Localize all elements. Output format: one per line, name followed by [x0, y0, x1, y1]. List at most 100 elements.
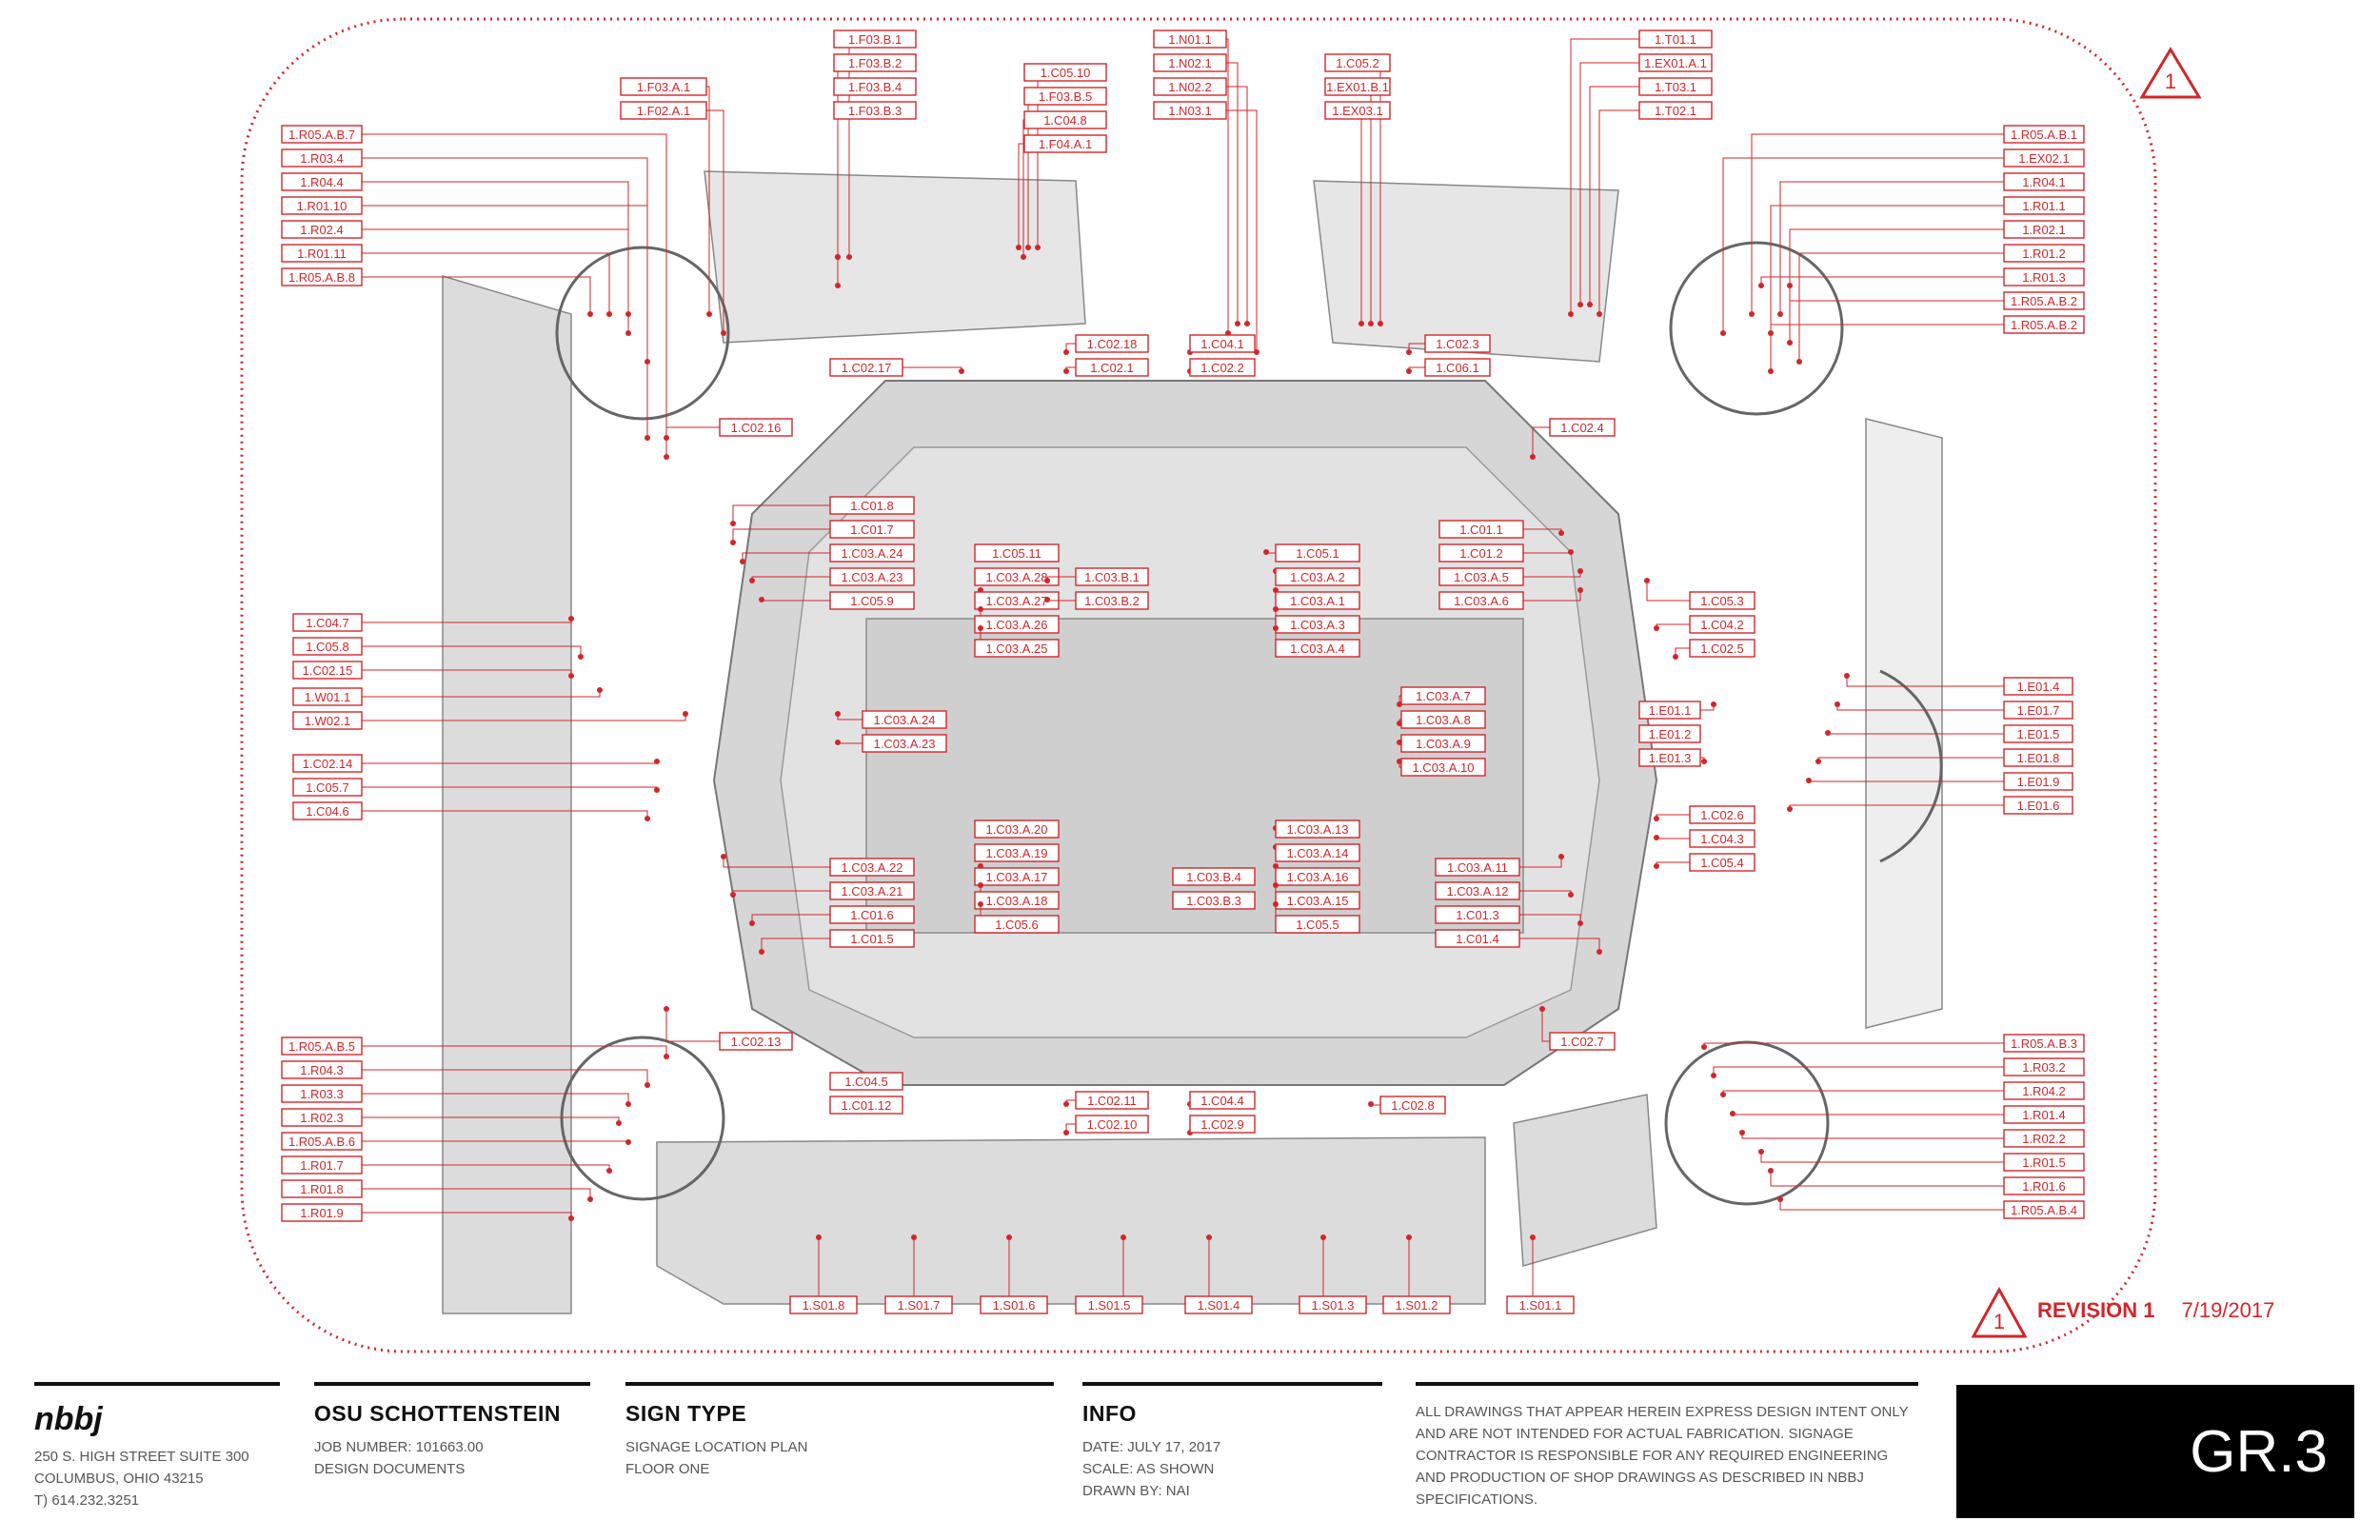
sign-leader-line: [1751, 133, 2004, 314]
project-block: OSU SCHOTTENSTEIN JOB NUMBER: 101663.00 …: [314, 1382, 590, 1525]
sign-tag-label: 1.R05.A.B.8: [288, 270, 355, 285]
sign-tag-label: 1.C04.7: [306, 616, 349, 630]
sign-location-marker: [1235, 321, 1240, 326]
sign-tag-label: 1.E01.6: [2017, 799, 2060, 813]
sign-leader-line: [732, 528, 830, 543]
sign-tag: 1.C05.5: [1273, 901, 1360, 934]
sign-tag-label: 1.EX01.A.1: [1644, 56, 1707, 70]
sign-tag: 1.C05.10: [1023, 63, 1107, 250]
sign-location-marker: [606, 1168, 612, 1174]
sign-tag-label: 1.C06.1: [1436, 361, 1479, 375]
sign-location-marker: [1044, 578, 1050, 583]
sign-location-marker: [1787, 806, 1793, 812]
sign-tag: 1.R02.4: [281, 220, 631, 317]
sign-tag-label: 1.C03.A.26: [985, 618, 1047, 632]
sign-leader-line: [1226, 62, 1239, 324]
sign-leader-line: [1570, 38, 1639, 314]
sign-tag: 1.C03.A.15: [1273, 882, 1360, 910]
sign-leader-line: [732, 504, 830, 523]
firm-address-1: 250 S. HIGH STREET SUITE 300: [34, 1449, 249, 1465]
sign-tag-label: 1.C03.A.3: [1290, 618, 1345, 632]
sign-tag: 1.C02.1: [1063, 358, 1149, 377]
sign-leader-line: [1656, 861, 1690, 866]
sign-tag-label: 1.R03.4: [300, 151, 344, 166]
sign-tag: 1.C03.B.4: [1172, 867, 1256, 886]
sign-leader-line: [362, 228, 629, 314]
sign-location-marker: [1044, 597, 1050, 602]
sign-tag: 1.EX02.1: [1720, 148, 2085, 336]
sign-tag-label: 1.R05.A.B.4: [2011, 1203, 2077, 1217]
sign-tag: 1.C01.3: [1435, 905, 1583, 926]
sign-tag-label: 1.C02.2: [1200, 361, 1244, 375]
sign-tag-label: 1.C01.12: [842, 1098, 892, 1113]
sign-leader-line: [1713, 1066, 2004, 1076]
sign-tag: 1.F03.B.3: [833, 101, 917, 288]
sign-tag: 1.E01.6: [1787, 796, 2073, 815]
arena-bowl: [712, 380, 1658, 1086]
sign-location-marker: [1035, 245, 1041, 250]
sign-tag-label: 1.C02.11: [1087, 1094, 1137, 1108]
sign-tag-label: 1.W01.1: [305, 690, 350, 704]
sign-tag-label: 1.S01.3: [1312, 1298, 1355, 1313]
sign-tag-label: 1.F03.A.1: [637, 80, 690, 94]
sign-tag: 1.E01.5: [1825, 724, 2073, 743]
sign-location-marker: [1654, 835, 1659, 840]
sign-location-marker: [1406, 368, 1412, 374]
sign-location-marker: [625, 311, 631, 317]
sign-tag: 1.R01.4: [1730, 1105, 2085, 1124]
firm-logo: nbbj: [34, 1401, 103, 1437]
sign-tag: 1.C05.2: [1324, 53, 1391, 326]
sign-tag: 1.R05.A.B.1: [1749, 125, 2085, 317]
sign-tag-label: 1.C03.A.21: [841, 884, 902, 898]
sign-location-marker: [1539, 1006, 1545, 1012]
sign-tag: 1.T02.1: [1597, 101, 1713, 317]
sign-tag-label: 1.C05.8: [306, 640, 349, 654]
sign-tag-label: 1.R02.1: [2022, 223, 2066, 237]
sign-tag-label: 1.E01.5: [2017, 727, 2060, 741]
sign-tag-label: 1.C05.5: [1296, 918, 1339, 932]
sign-location-marker: [721, 854, 726, 859]
sign-tag: 1.R01.5: [1758, 1149, 2085, 1172]
sign-tag-label: 1.C05.2: [1336, 56, 1379, 70]
sign-leader-line: [362, 1093, 629, 1104]
sign-tag-label: 1.R02.3: [300, 1111, 344, 1125]
sign-tag: 1.C03.A.18: [974, 882, 1060, 910]
sign-location-marker: [1368, 1101, 1374, 1107]
sign-leader-line: [362, 205, 648, 362]
sign-location-marker: [835, 740, 841, 745]
sign-tag-label: 1.E01.9: [2017, 775, 2060, 789]
sign-tag: 1.C03.A.11: [1435, 854, 1564, 877]
sign-leader-line: [362, 1069, 648, 1085]
info-scale: SCALE: AS SHOWN: [1082, 1461, 1215, 1477]
sign-tag-label: 1.C02.3: [1436, 337, 1479, 351]
sign-tag-label: 1.C05.4: [1700, 856, 1744, 870]
sign-tag: 1.W01.1: [292, 687, 603, 706]
sign-tag: 1.C01.1: [1438, 520, 1564, 539]
sign-location-marker: [835, 711, 841, 717]
sign-leader-line: [1846, 676, 2004, 687]
sign-tag-label: 1.R05.A.B.3: [2011, 1037, 2077, 1051]
disclaimer-block: ALL DRAWINGS THAT APPEAR HEREIN EXPRESS …: [1416, 1382, 1918, 1525]
sign-tag: 1.C01.8: [730, 496, 915, 526]
sign-tag-label: 1.R01.5: [2022, 1155, 2066, 1170]
sign-tag: 1.R03.3: [281, 1084, 631, 1107]
sign-location-marker: [645, 435, 650, 441]
sign-leader-line: [723, 857, 830, 868]
sign-location-marker: [654, 787, 660, 793]
sign-tag-label: 1.N02.2: [1168, 80, 1212, 94]
sign-tag-label: 1.R05.A.B.2: [2011, 294, 2077, 308]
sign-tag-label: 1.R01.4: [2022, 1108, 2066, 1122]
sign-callouts: 1.F03.B.11.F03.B.21.F03.B.41.F03.B.31.F0…: [281, 30, 2085, 1314]
sign-tag: 1.R05.A.B.8: [281, 267, 593, 317]
sign-location-marker: [1016, 245, 1021, 250]
sign-leader-line: [1779, 1199, 2004, 1211]
sign-tag-label: 1.C02.16: [731, 421, 782, 435]
sign-location-marker: [978, 882, 983, 888]
sign-location-marker: [1530, 1234, 1536, 1240]
sign-location-marker: [1025, 245, 1031, 250]
sign-tag-label: 1.E01.8: [2017, 751, 2060, 765]
sign-tag-label: 1.EX03.1: [1332, 104, 1383, 118]
sign-location-marker: [1815, 759, 1821, 764]
sign-location-marker: [730, 892, 736, 898]
